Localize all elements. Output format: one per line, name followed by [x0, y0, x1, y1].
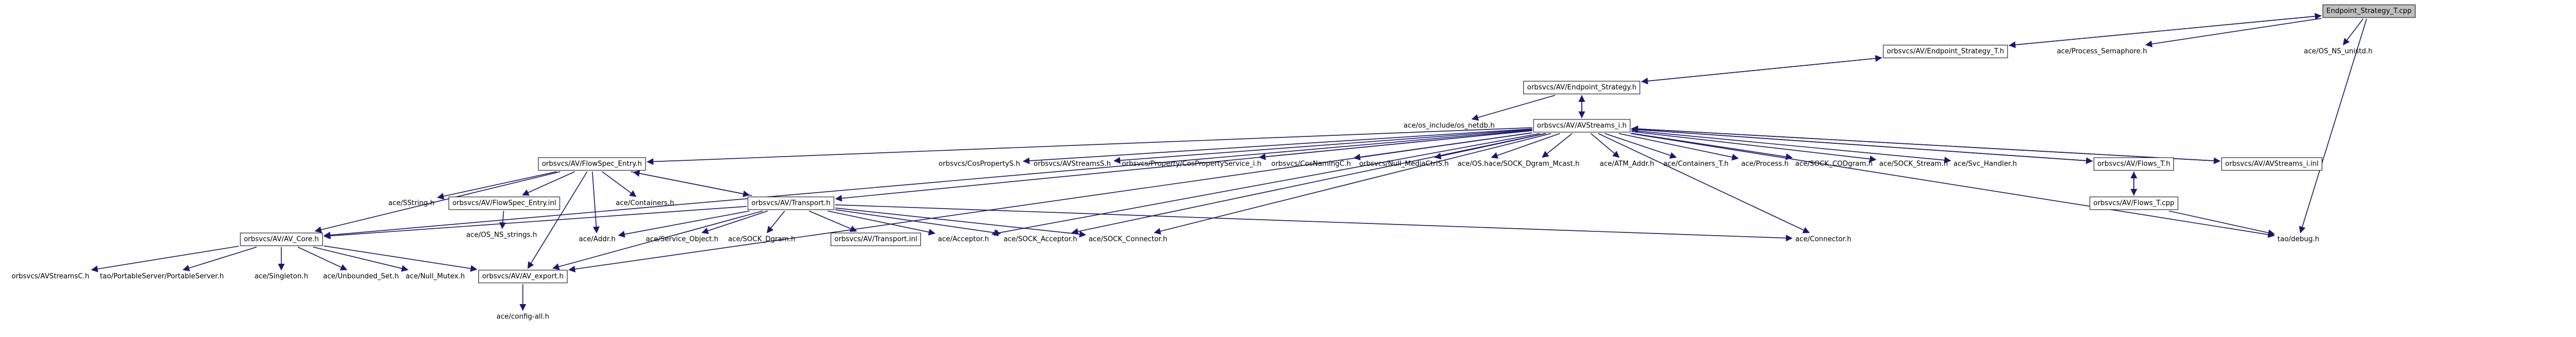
edge-transport-to-svcobj [701, 210, 768, 234]
graph-node-codgram: ace/SOCK_CODgram.h [1795, 160, 1873, 168]
graph-node-cpsi: orbsvcs/Property/CosPropertyService_i.h [1122, 160, 1262, 168]
graph-node-atmaddr: ace/ATM_Addr.h [1599, 160, 1655, 168]
edge-avs-i-to-cosprop [1022, 128, 1532, 165]
graph-node-est-h[interactable]: orbsvcs/AV/Endpoint_Strategy_T.h [1883, 45, 2008, 58]
edge-es-h-to-ns-netdb [1471, 94, 1555, 121]
edge-transport-to-fse [633, 170, 752, 196]
graph-node-cont-t: ace/Containers_T.h [1663, 160, 1729, 168]
edge-avs-i-to-process [1618, 133, 1739, 161]
edge-flows-cpp-to-debug [2168, 210, 2275, 236]
edge-root-to-unistd [2342, 19, 2364, 46]
edge-fse-to-addr [592, 171, 600, 234]
graph-node-flows-cpp[interactable]: orbsvcs/AV/Flows_T.cpp [2089, 196, 2178, 210]
graph-node-svcobj: ace/Service_Object.h [645, 235, 719, 244]
edge-transport-to-tr-inl [808, 210, 857, 232]
graph-node-fse-inl[interactable]: orbsvcs/AV/FlowSpec_Entry.inl [449, 196, 560, 210]
graph-node-avcore[interactable]: orbsvcs/AV/AV_Core.h [240, 232, 323, 246]
graph-node-pserver: tao/PortableServer/PortableServer.h [100, 272, 224, 281]
graph-node-unbset: ace/Unbounded_Set.h [323, 272, 399, 281]
graph-node-osstr: ace/OS_NS_strings.h [466, 231, 537, 239]
edge-transport-to-dgram [766, 210, 785, 234]
graph-node-nullmutex: ace/Null_Mutex.h [406, 272, 465, 281]
edge-avs-i-to-avexport [568, 132, 1532, 273]
edge-avs-i-to-os-h [1491, 133, 1560, 159]
graph-node-root: Endpoint_Strategy_T.cpp [2322, 4, 2416, 18]
edge-avs-inl-to-avs-i [1631, 125, 2221, 162]
graph-node-cnc: orbsvcs/CosNamingC.h [1271, 160, 1351, 168]
graph-node-dgrmc: ace/SOCK_Dgram_Mcast.h [1488, 160, 1580, 168]
graph-node-fse[interactable]: orbsvcs/AV/FlowSpec_Entry.h [538, 157, 646, 171]
graph-node-sacc: ace/SOCK_Acceptor.h [1003, 235, 1078, 244]
graph-node-es-h[interactable]: orbsvcs/AV/Endpoint_Strategy.h [1523, 81, 1641, 94]
edge-est-h-to-root [2009, 13, 2322, 46]
edge-avs-i-to-avcore [323, 129, 1532, 239]
graph-node-containers: ace/Containers.h [615, 199, 675, 208]
edge-transport-to-avexport [552, 210, 763, 270]
graph-node-addr: ace/Addr.h [579, 235, 616, 244]
edge-avs-i-to-dgrmc [1541, 133, 1573, 158]
graph-node-svch: ace/Svc_Handler.h [1953, 160, 2017, 168]
edge-es-h-to-est-h [1641, 55, 1882, 82]
edge-avcore-to-pserver [182, 246, 257, 272]
edge-avs-i-to-acceptor [991, 133, 1540, 237]
graph-node-connector: ace/Connector.h [1795, 235, 1851, 244]
graph-node-debug: tao/debug.h [2277, 235, 2320, 244]
edge-transport-to-connector [835, 204, 1793, 241]
edge-fse-to-avcore [314, 171, 561, 234]
graph-node-unistd: ace/OS_NS_unistd.h [2304, 47, 2373, 56]
edge-avcore-to-avexport [323, 245, 478, 272]
edge-transport-to-addr [618, 210, 750, 238]
edge-avs-i-to-avss [1113, 129, 1532, 164]
edge-est-h-to-es-h [1641, 57, 1882, 85]
graph-node-singleton: ace/Singleton.h [254, 272, 308, 281]
graph-node-cosprop: orbsvcs/CosPropertyS.h [938, 160, 1020, 168]
edge-avs-i-to-sconn [1153, 133, 1552, 235]
graph-node-os-h: ace/OS.h [1457, 160, 1489, 168]
graph-node-process: ace/Process.h [1741, 160, 1789, 168]
edge-avcore-to-nullmutex [313, 246, 409, 272]
edge-avs-i-to-sstream [1631, 131, 1877, 162]
graph-node-sem: ace/Process_Semaphore.h [2056, 47, 2148, 56]
graph-node-ns-netdb: ace/os_include/os_netdb.h [1403, 122, 1495, 130]
edge-fse-inl-to-osstr [499, 211, 506, 229]
edge-avcore-to-avsc [91, 246, 239, 272]
edge-transport-to-sconn [835, 208, 1087, 238]
edge-avs-i-to-transport [835, 130, 1532, 202]
edge-flows-t-to-avs-i [1631, 126, 2093, 162]
graph-node-tr-inl[interactable]: orbsvcs/AV/Transport.inl [830, 232, 921, 246]
edge-avs-i-to-cont-t [1605, 133, 1677, 159]
graph-node-flows-t[interactable]: orbsvcs/AV/Flows_T.h [2093, 157, 2174, 171]
edge-avs-i-to-sacc [1071, 133, 1546, 235]
edge-fse-to-fse-inl [522, 171, 575, 196]
graph-node-avs-inl[interactable]: orbsvcs/AV/AVStreams_i.inl [2221, 157, 2323, 171]
edge-avs-i-to-svch [1631, 130, 1951, 164]
graph-node-nullmcs: orbsvcs/Null_MediaCtrlS.h [1359, 160, 1449, 168]
graph-node-avexport[interactable]: orbsvcs/AV/AV_export.h [478, 270, 567, 283]
edge-root-to-sem [2145, 18, 2322, 48]
edge-avs-i-to-atmaddr [1590, 133, 1620, 158]
edge-fse-to-containers [602, 171, 637, 197]
dependency-edges [91, 13, 2367, 311]
graph-node-acceptor: ace/Acceptor.h [937, 235, 989, 244]
graph-node-dgram: ace/SOCK_Dgram.h [728, 235, 796, 244]
graph-node-sconn: ace/SOCK_Connector.h [1088, 235, 1168, 244]
graph-node-avss: orbsvcs/AVStreamsS.h [1033, 160, 1111, 168]
edge-avs-i-to-connector [1598, 133, 1810, 234]
edge-avs-i-to-codgram [1631, 133, 1793, 160]
graph-node-avs-i[interactable]: orbsvcs/AV/AVStreams_i.h [1533, 119, 1631, 133]
edge-transport-to-acceptor [828, 210, 936, 236]
edge-avs-i-to-fse [647, 127, 1532, 165]
graph-node-transport[interactable]: orbsvcs/AV/Transport.h [747, 196, 834, 210]
edge-avs-i-to-debug [1630, 133, 2275, 238]
edge-transport-to-avcore [323, 206, 747, 239]
graph-node-sstring: ace/SString.h [388, 199, 435, 208]
graph-node-configall: ace/config-all.h [496, 313, 549, 321]
edge-fse-to-sstring [437, 171, 557, 200]
graph-node-sstream: ace/SOCK_Stream.h [1879, 160, 1948, 168]
graph-node-avsc: orbsvcs/AVStreamsC.h [11, 272, 90, 281]
edge-root-to-debug [2299, 19, 2367, 234]
edge-transport-to-sacc [835, 209, 1001, 236]
edge-avcore-to-unbset [297, 246, 348, 271]
